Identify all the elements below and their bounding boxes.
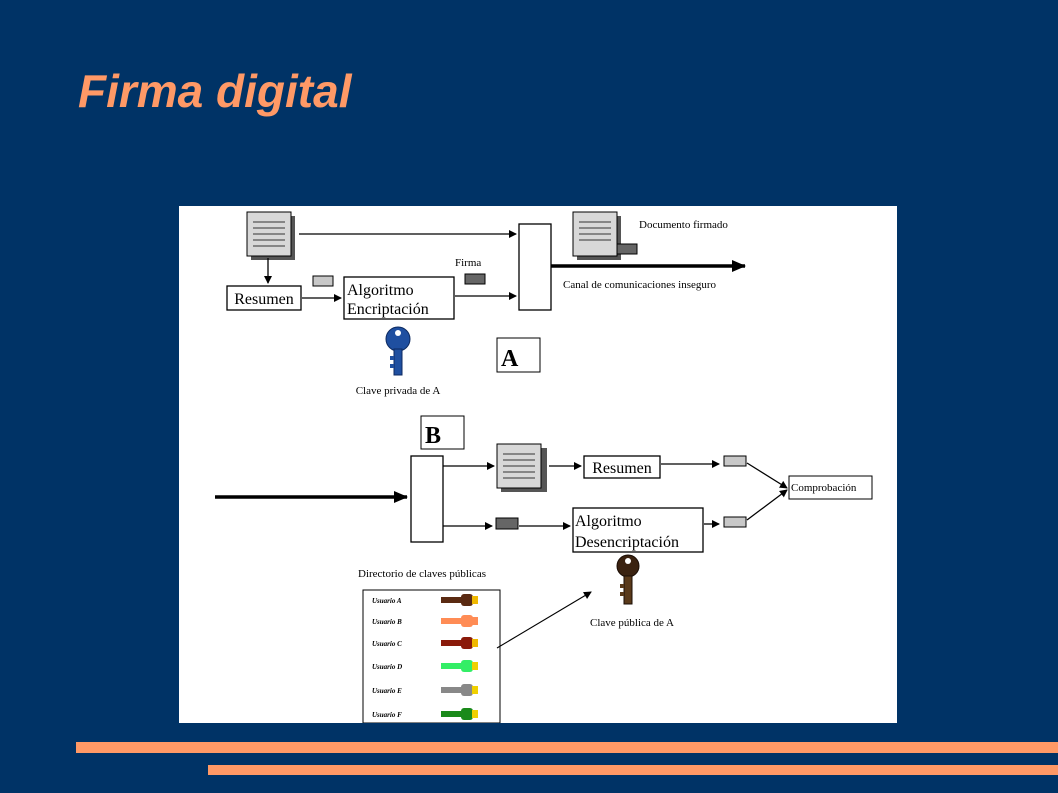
algoritmo-desencriptacion-box (572, 507, 704, 553)
slide-title: Firma digital (78, 65, 352, 117)
canal-label: Canal de comunicaciones inseguro (563, 279, 717, 291)
algoritmo-label-a: Algoritmo (347, 282, 414, 299)
algoritmo-label-b: Algoritmo (575, 513, 642, 530)
label-box-a (496, 337, 541, 373)
documento-firmado-label: Documento firmado (639, 219, 728, 231)
signature-chip-icon (464, 273, 486, 285)
splitter-box-b (410, 455, 444, 543)
resumen-label-b: Resumen (592, 460, 652, 477)
digital-signature-figure: Resumen Algoritmo Encriptación Firma Cla… (179, 206, 897, 723)
public-key-icon (616, 554, 640, 605)
directory-key-icon (441, 594, 478, 606)
directory-user-label: Usuario F (372, 711, 402, 719)
decrypted-hash-chip-icon (723, 516, 747, 528)
private-key-icon (385, 326, 411, 376)
directory-user-label: Usuario D (372, 663, 402, 671)
directory-rows: Usuario A Usuario B Usuario C Usuario D Usua… (372, 594, 478, 720)
accent-bar-top (76, 742, 1058, 753)
firma-label: Firma (455, 257, 481, 269)
directorio-title: Directorio de claves públicas (358, 568, 486, 580)
public-key-directory (362, 589, 501, 723)
arrow-directory-to-key (496, 591, 592, 649)
accent-bar-bottom (208, 765, 1058, 775)
directory-key-icon (441, 615, 478, 627)
label-a: A (501, 346, 519, 372)
signature-chip-b-icon (495, 517, 519, 530)
resumen-box-b (583, 455, 661, 479)
arrow-hash-to-comprobacion (746, 462, 788, 489)
algoritmo-encriptacion-box (343, 276, 455, 320)
resumen-label-a: Resumen (234, 291, 294, 308)
directory-user-label: Usuario E (372, 687, 402, 695)
directory-user-label: Usuario A (372, 597, 402, 605)
comprobacion-box (788, 475, 873, 500)
document-icon (246, 211, 295, 260)
clave-privada-label: Clave privada de A (356, 385, 441, 397)
combiner-box-a (518, 223, 552, 311)
received-document-icon (496, 443, 547, 492)
directory-user-label: Usuario C (372, 640, 402, 648)
hash-chip-icon (312, 275, 334, 287)
hash-chip-b-icon (723, 455, 747, 467)
encriptacion-label: Encriptación (347, 301, 429, 318)
arrow-decrypted-to-comprobacion (746, 489, 788, 521)
label-b: B (425, 423, 441, 449)
directory-key-icon (441, 660, 478, 672)
directory-key-icon (441, 637, 478, 649)
signed-document-icon (572, 211, 638, 260)
comprobacion-label: Comprobación (791, 482, 857, 494)
directory-key-icon (441, 684, 478, 696)
clave-publica-label: Clave pública de A (590, 617, 674, 629)
desencriptacion-label: Desencriptación (575, 534, 679, 551)
directory-user-label: Usuario B (372, 618, 402, 626)
label-box-b (420, 415, 465, 450)
resumen-box-a (226, 285, 302, 311)
directory-key-icon (441, 708, 478, 720)
